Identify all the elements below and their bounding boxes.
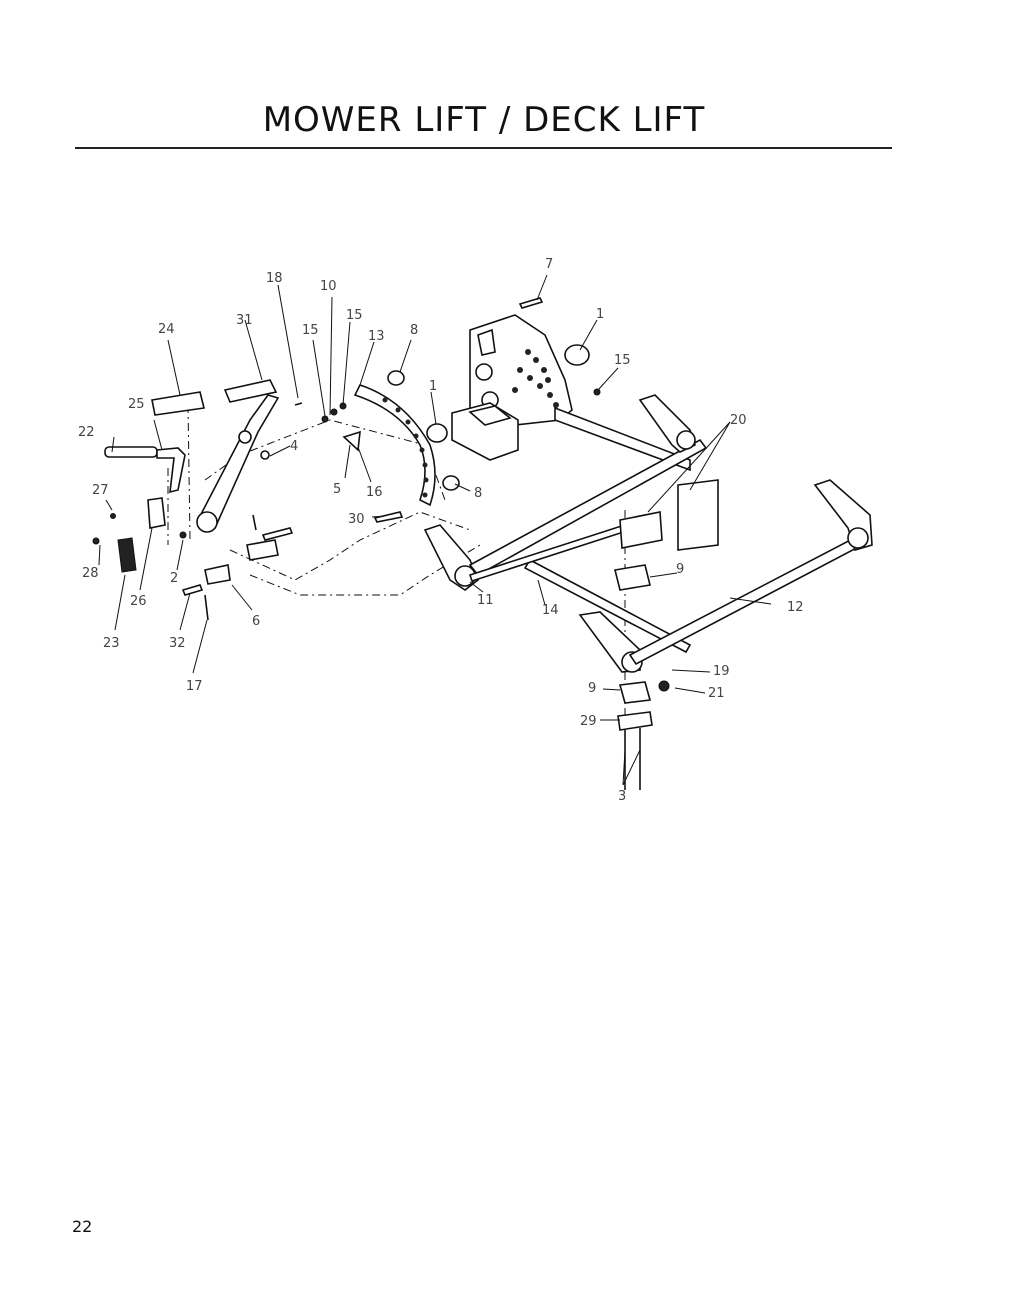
callout-7: 7	[545, 257, 553, 272]
callout-labels: 18 10 7 31 15 1 24 15 13 8 15 1 25 20 22…	[78, 257, 804, 804]
callout-13: 13	[368, 329, 385, 344]
callout-16: 16	[366, 485, 383, 500]
callout-8-b: 8	[474, 486, 482, 501]
callout-15-c: 15	[614, 353, 631, 368]
page-title: MOWER LIFT / DECK LIFT	[262, 100, 706, 140]
callout-9-b: 9	[588, 681, 596, 696]
callout-25: 25	[128, 397, 145, 412]
callout-20: 20	[730, 413, 747, 428]
handle-grip	[104, 446, 186, 494]
callout-19: 19	[713, 664, 730, 679]
callout-2: 2	[170, 571, 178, 586]
callout-4: 4	[290, 439, 298, 454]
callout-10: 10	[320, 279, 337, 294]
callout-14: 14	[542, 603, 559, 618]
callout-29: 29	[580, 714, 597, 729]
latch-spring	[117, 497, 166, 573]
callout-8-a: 8	[410, 323, 418, 338]
callout-5: 5	[333, 482, 341, 497]
callout-27: 27	[92, 483, 109, 498]
callout-21: 21	[708, 686, 725, 701]
callout-1-a: 1	[596, 307, 604, 322]
callout-30: 30	[348, 512, 365, 527]
callout-11: 11	[477, 593, 494, 608]
title-divider	[75, 147, 892, 149]
callout-1-b: 1	[429, 379, 437, 394]
callout-18: 18	[266, 271, 283, 286]
callout-12: 12	[787, 600, 804, 615]
callout-26: 26	[130, 594, 147, 609]
callout-9-a: 9	[676, 562, 684, 577]
callout-15-a: 15	[346, 308, 363, 323]
callout-24: 24	[158, 322, 175, 337]
callout-31: 31	[236, 313, 253, 328]
bracket-block	[451, 402, 519, 461]
callout-15-b: 15	[302, 323, 319, 338]
bushings	[387, 344, 590, 491]
callout-3: 3	[618, 789, 626, 804]
callout-6: 6	[252, 614, 260, 629]
lift-arms	[423, 394, 873, 673]
callout-22: 22	[78, 425, 95, 440]
curved-segment-plate	[353, 384, 436, 507]
page-number: 22	[72, 1217, 93, 1236]
pivot-blocks	[614, 564, 670, 790]
callout-17: 17	[186, 679, 203, 694]
callout-32: 32	[169, 636, 186, 651]
callout-23: 23	[103, 636, 120, 651]
lift-lever	[151, 379, 280, 533]
callout-28: 28	[82, 566, 99, 581]
leader-lines	[98, 274, 772, 786]
